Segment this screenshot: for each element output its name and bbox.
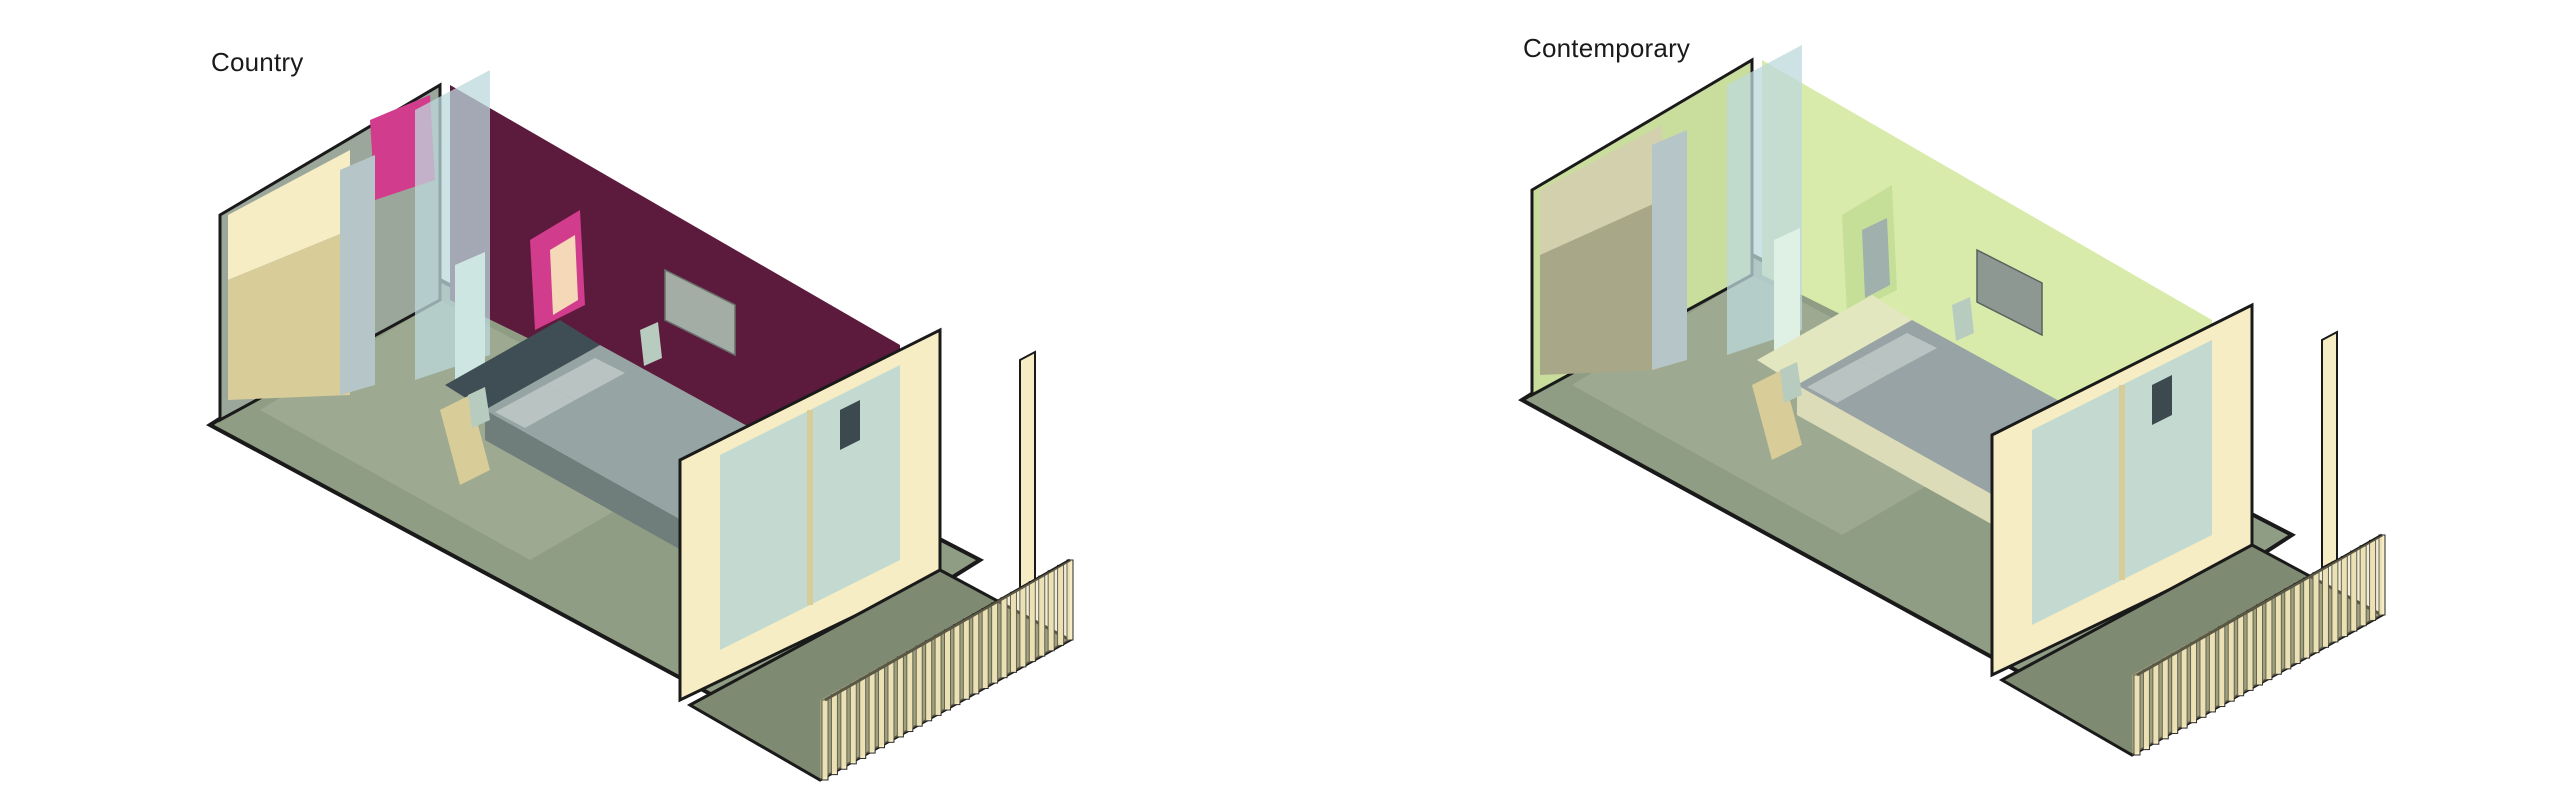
nightstands-and-lamps (1752, 297, 1974, 460)
nightstands-and-lamps (440, 322, 662, 485)
shower-glass (1727, 45, 1802, 355)
wardrobe (1540, 125, 1687, 375)
panel-label-country: Country (211, 47, 304, 77)
shower-glass (415, 70, 490, 382)
balcony-railing (2133, 533, 2386, 756)
balcony (1998, 330, 2386, 757)
balcony-railing (821, 558, 1074, 781)
panel-label-contemporary: Contemporary (1523, 33, 1691, 63)
railing-top (2136, 533, 2383, 677)
balcony (686, 350, 1074, 782)
front-wall-frame (678, 327, 942, 703)
isometric-room-country (206, 70, 1074, 782)
wardrobe (228, 150, 375, 400)
railing-top (824, 558, 1071, 702)
front-wall-frame (1990, 302, 2254, 678)
isometric-room-contemporary (1518, 45, 2386, 757)
